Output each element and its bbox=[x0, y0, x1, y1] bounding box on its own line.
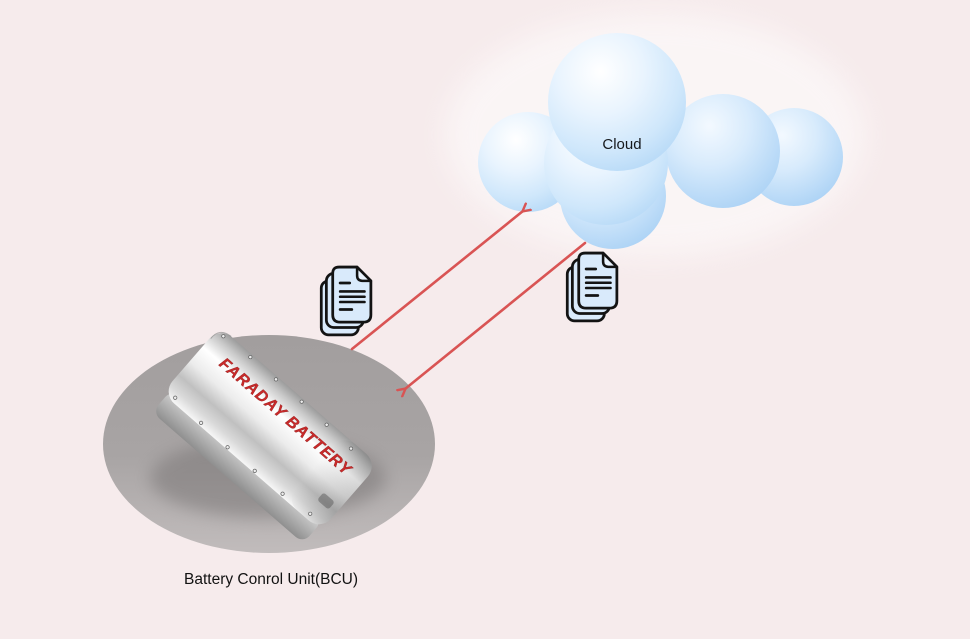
documents-icon-right bbox=[565, 251, 619, 323]
cloud-label: Cloud bbox=[602, 136, 641, 153]
cloud-puff bbox=[548, 33, 686, 171]
arrow-bcu-to-cloud bbox=[350, 211, 523, 351]
cloud-shape: Cloud bbox=[445, 13, 865, 257]
cloud-puff bbox=[666, 94, 780, 208]
battery-unit-image: FARADAY BATTERY bbox=[103, 331, 435, 553]
bcu-caption: Battery Conrol Unit(BCU) bbox=[184, 571, 358, 588]
communication-arrows bbox=[350, 211, 587, 389]
arrow-cloud-to-bcu bbox=[405, 241, 587, 389]
documents-icon-left bbox=[319, 265, 373, 337]
screws bbox=[173, 334, 354, 516]
